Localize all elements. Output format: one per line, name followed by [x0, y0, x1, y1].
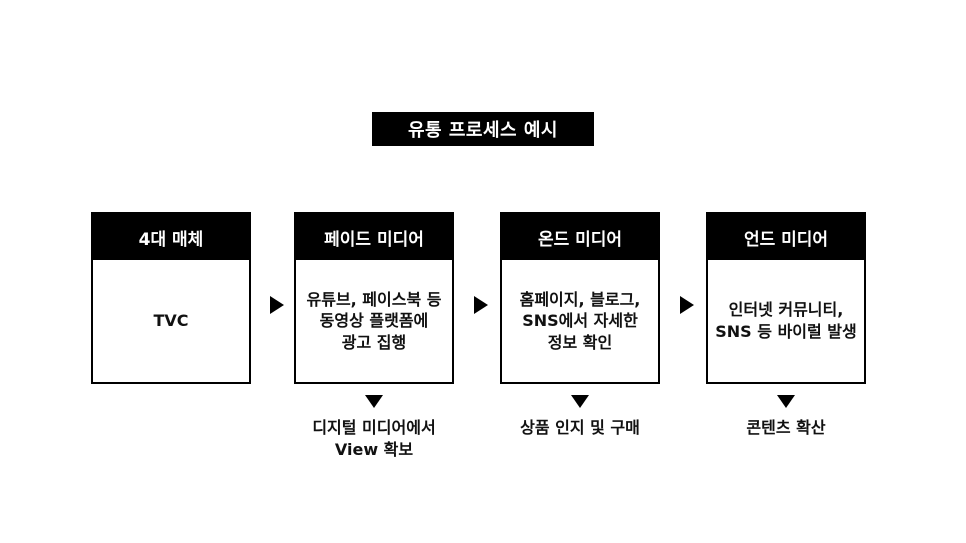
stage-box-paid-media: 페이드 미디어 유튜브, 페이스북 등 동영상 플랫폼에 광고 집행	[294, 212, 454, 384]
diagram-title: 유통 프로세스 예시	[372, 112, 594, 146]
arrow-right-icon	[270, 296, 284, 314]
stage-header: 페이드 미디어	[296, 214, 452, 260]
stage-body: 홈페이지, 블로그, SNS에서 자세한 정보 확인	[519, 289, 641, 352]
arrow-down-icon	[571, 395, 589, 408]
outcome-label-earned: 콘텐츠 확산	[746, 418, 826, 437]
stage-header: 언드 미디어	[708, 214, 864, 260]
arrow-down-icon	[365, 395, 383, 408]
stage-body: TVC	[153, 311, 189, 331]
stage-header: 4대 매체	[93, 214, 249, 260]
stage-header: 온드 미디어	[502, 214, 658, 260]
arrow-right-icon	[474, 296, 488, 314]
stage-box-earned-media: 언드 미디어 인터넷 커뮤니티, SNS 등 바이럴 발생	[706, 212, 866, 384]
stage-box-owned-media: 온드 미디어 홈페이지, 블로그, SNS에서 자세한 정보 확인	[500, 212, 660, 384]
stage-body: 인터넷 커뮤니티, SNS 등 바이럴 발생	[715, 300, 857, 341]
stage-body: 유튜브, 페이스북 등 동영상 플랫폼에 광고 집행	[306, 289, 442, 352]
outcome-label-paid: 디지털 미디어에서 View 확보	[312, 418, 436, 460]
outcome-label-owned: 상품 인지 및 구매	[520, 418, 640, 437]
stage-box-mass-media: 4대 매체 TVC	[91, 212, 251, 384]
arrow-right-icon	[680, 296, 694, 314]
arrow-down-icon	[777, 395, 795, 408]
